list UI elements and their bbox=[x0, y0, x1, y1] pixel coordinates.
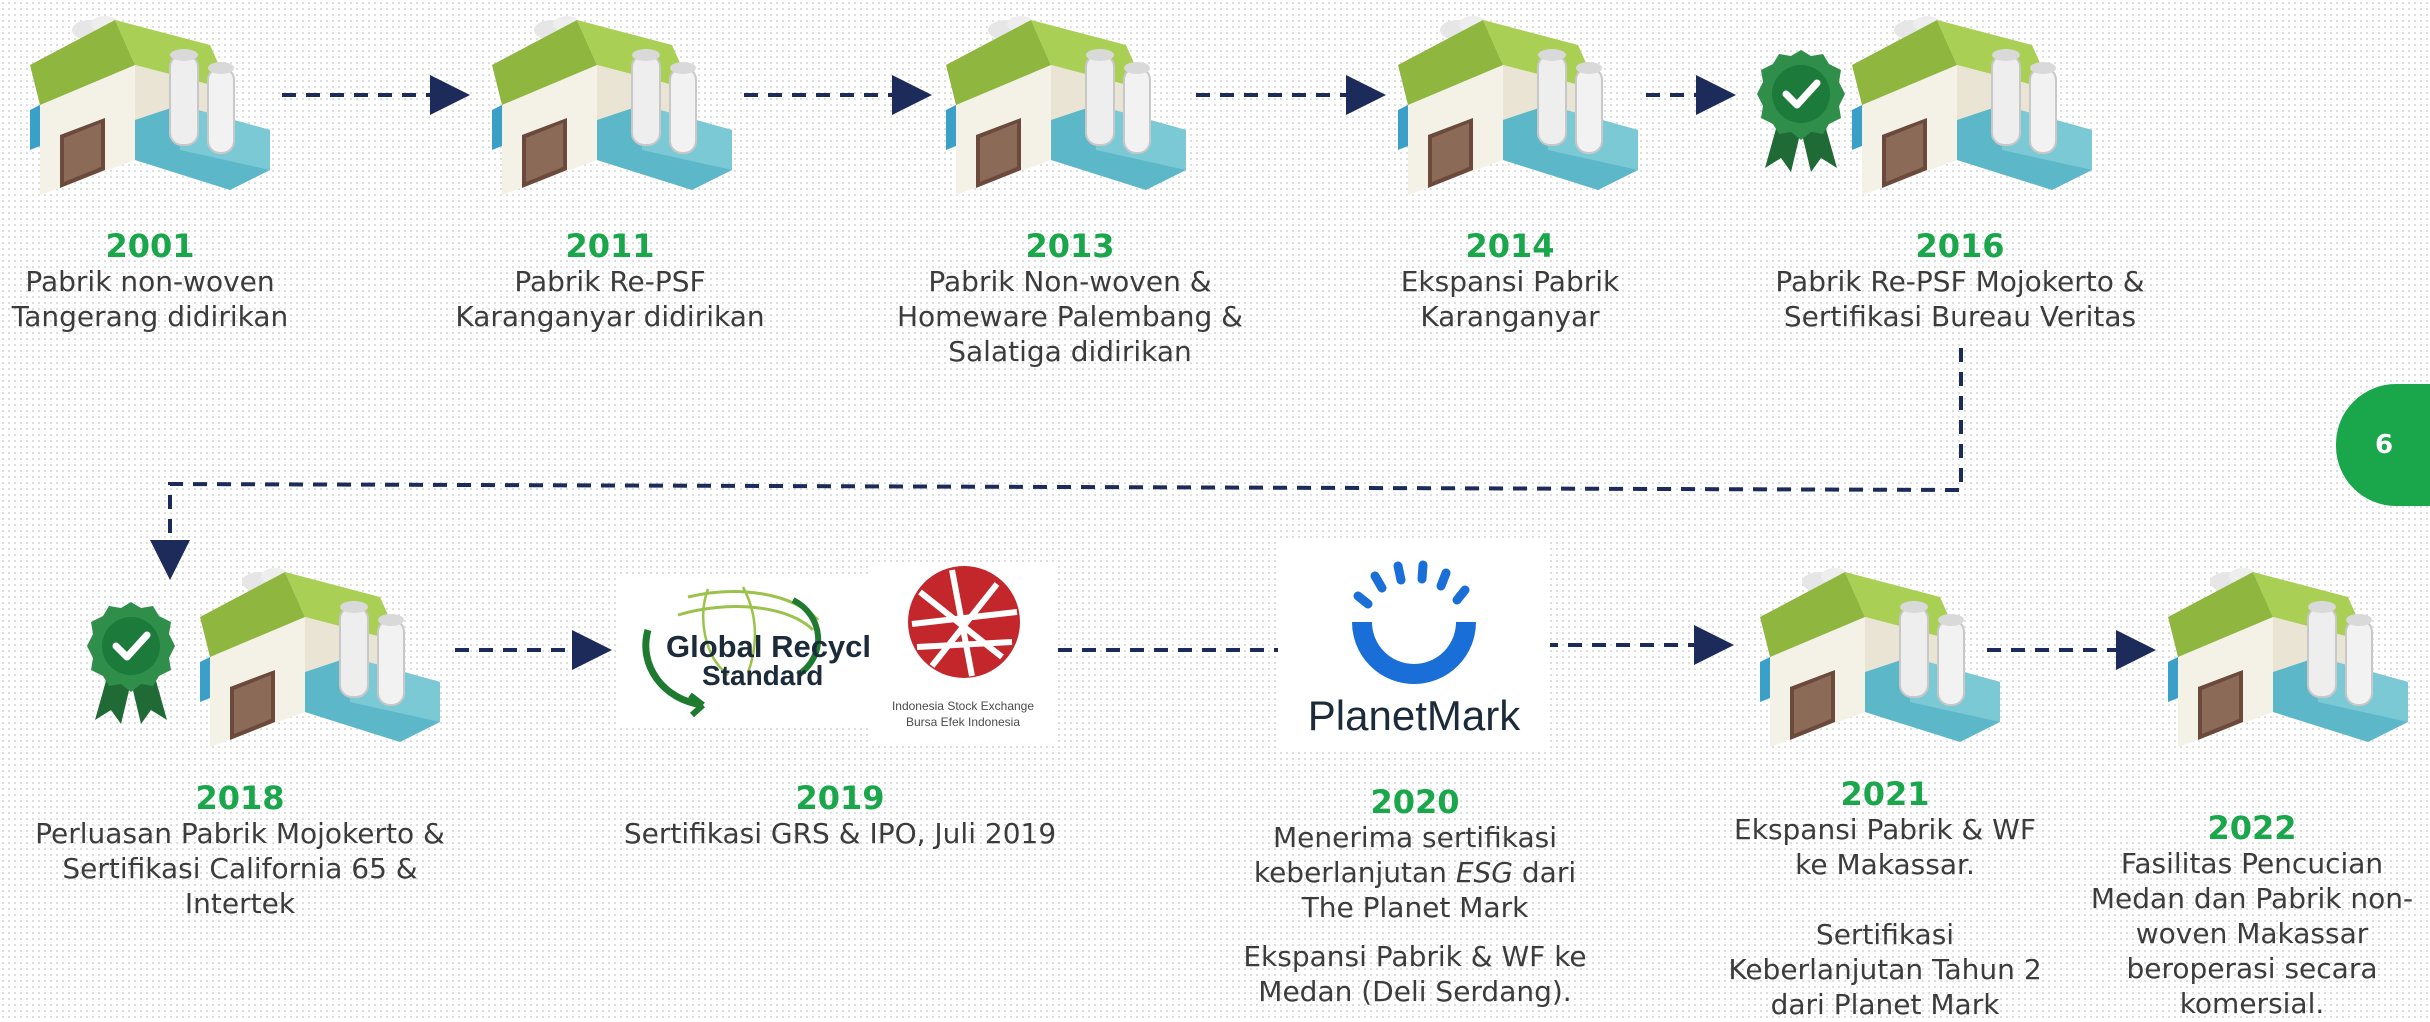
milestone-2018: 2018 Perluasan Pabrik Mojokerto & Sertif… bbox=[10, 780, 470, 921]
milestone-2016: 2016 Pabrik Re-PSF Mojokerto & Sertifika… bbox=[1730, 228, 2190, 334]
factory-icon bbox=[2168, 562, 2408, 747]
certificate-badge-icon bbox=[1755, 48, 1847, 176]
milestone-year: 2011 bbox=[565, 227, 655, 265]
milestone-text: ke Makassar. bbox=[1795, 848, 1975, 881]
milestone-year: 2001 bbox=[105, 227, 195, 265]
milestone-text: Pabrik Re-PSF Mojokerto & bbox=[1775, 265, 2145, 298]
milestone-text: Sertifikasi bbox=[1815, 918, 1955, 951]
milestone-text: Perluasan Pabrik Mojokerto & bbox=[35, 817, 445, 850]
milestone-text: Pabrik Non-woven & bbox=[928, 265, 1212, 298]
milestone-text: Homeware Palembang & bbox=[896, 300, 1244, 333]
milestone-text: woven Makassar bbox=[2135, 917, 2369, 950]
page-number-badge: 6 bbox=[2336, 384, 2430, 506]
milestone-text: Ekspansi Pabrik & WF bbox=[1734, 813, 2036, 846]
milestone-text: Ekspansi Pabrik & WF ke bbox=[1243, 940, 1587, 973]
milestone-year: 2020 bbox=[1370, 783, 1460, 821]
milestone-text: Fasilitas Pencucian bbox=[2120, 847, 2384, 880]
factory-icon bbox=[492, 10, 732, 195]
milestone-year: 2013 bbox=[1025, 227, 1115, 265]
milestone-text: keberlanjutan bbox=[1253, 856, 1447, 889]
idx-line2: Bursa Efek Indonesia bbox=[906, 715, 1020, 729]
esg-term: ESG bbox=[1455, 856, 1513, 889]
factory-icon bbox=[1398, 10, 1638, 195]
milestone-text: Sertifikasi California 65 & bbox=[62, 852, 418, 885]
milestone-text: Sertifikasi GRS & IPO, Juli 2019 bbox=[623, 817, 1057, 850]
milestone-year: 2019 bbox=[795, 779, 885, 817]
milestone-text: The Planet Mark bbox=[1301, 891, 1529, 924]
factory-icon bbox=[200, 562, 440, 747]
milestone-text: Menerima sertifikasi bbox=[1273, 821, 1557, 854]
milestone-2022: 2022 Fasilitas Pencucian Medan dan Pabri… bbox=[2082, 810, 2422, 1021]
grs-line1: Global Recycled bbox=[666, 629, 874, 664]
certificate-badge-icon bbox=[85, 600, 177, 728]
milestone-text: dari Planet Mark bbox=[1770, 988, 2000, 1021]
idx-line1: Indonesia Stock Exchange bbox=[892, 699, 1034, 713]
milestone-text: keberlanjutan ESG dari bbox=[1215, 855, 1615, 890]
milestone-text: Tangerang didirikan bbox=[11, 300, 289, 333]
milestone-text: Ekspansi Pabrik bbox=[1400, 265, 1620, 298]
milestone-text: Medan dan Pabrik non- bbox=[2090, 882, 2414, 915]
milestone-text: dari bbox=[1521, 856, 1577, 889]
grs-logo: Global Recycled Standard bbox=[618, 575, 874, 725]
milestone-year: 2021 bbox=[1840, 775, 1930, 813]
factory-icon bbox=[1852, 10, 2092, 195]
factory-icon bbox=[30, 10, 270, 195]
milestone-2019: 2019 Sertifikasi GRS & IPO, Juli 2019 bbox=[600, 780, 1080, 851]
milestone-text: Sertifikasi Bureau Veritas bbox=[1783, 300, 2137, 333]
milestone-text: Intertek bbox=[184, 887, 296, 920]
milestone-text: Salatiga didirikan bbox=[948, 335, 1192, 368]
milestone-2021: 2021 Ekspansi Pabrik & WF ke Makassar. S… bbox=[1715, 776, 2055, 1022]
milestone-2011: 2011 Pabrik Re-PSF Karanganyar didirikan bbox=[440, 228, 780, 334]
milestone-text: Keberlanjutan Tahun 2 bbox=[1728, 953, 2042, 986]
milestone-2001: 2001 Pabrik non-woven Tangerang didirika… bbox=[0, 228, 300, 334]
milestone-text: Karanganyar bbox=[1420, 300, 1600, 333]
factory-icon bbox=[1760, 562, 2000, 747]
milestone-2014: 2014 Ekspansi Pabrik Karanganyar bbox=[1360, 228, 1660, 334]
planetmark-logo: PlanetMark bbox=[1278, 540, 1550, 748]
milestone-text: Medan (Deli Serdang). bbox=[1258, 975, 1572, 1008]
milestone-text: beroperasi secara bbox=[2126, 952, 2378, 985]
milestone-year: 2014 bbox=[1465, 227, 1555, 265]
milestone-text: Karanganyar didirikan bbox=[455, 300, 765, 333]
milestone-text: Pabrik non-woven bbox=[25, 265, 275, 298]
grs-line2: Standard bbox=[702, 660, 823, 691]
milestone-year: 2022 bbox=[2207, 809, 2297, 847]
milestone-2020: 2020 Menerima sertifikasi keberlanjutan … bbox=[1215, 784, 1615, 1009]
planetmark-wordmark: PlanetMark bbox=[1308, 692, 1521, 739]
idx-logo: Indonesia Stock Exchange Bursa Efek Indo… bbox=[872, 562, 1054, 742]
milestone-year: 2018 bbox=[195, 779, 285, 817]
milestone-text: komersial. bbox=[2179, 987, 2325, 1020]
factory-icon bbox=[946, 10, 1186, 195]
milestone-2013: 2013 Pabrik Non-woven & Homeware Palemba… bbox=[880, 228, 1260, 369]
milestone-text: Pabrik Re-PSF bbox=[514, 265, 706, 298]
arrow-2016-2018 bbox=[150, 348, 1963, 580]
milestone-year: 2016 bbox=[1915, 227, 2005, 265]
